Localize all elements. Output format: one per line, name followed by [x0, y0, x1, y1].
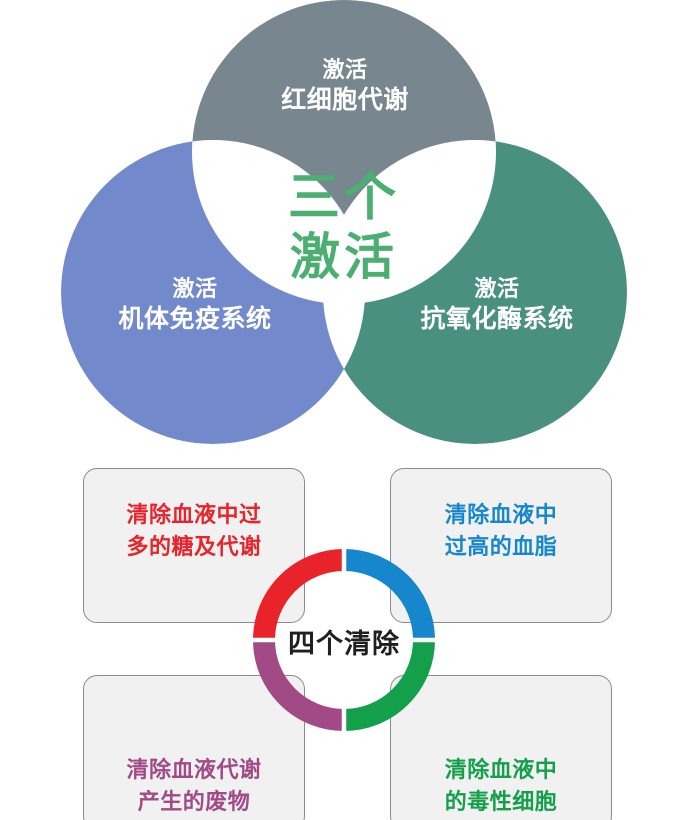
clearance-br-line2: 的毒性细胞	[444, 788, 558, 814]
clearance-box-high-blood-lipids-text: 清除血液中 过高的血脂	[391, 499, 611, 563]
venn-label-activate-antioxidant-enzyme-system: 激活 抗氧化酶系统	[388, 275, 606, 335]
donut-chart-graphic	[251, 547, 437, 733]
three-activations-diagram: 激活 红细胞代谢 激活 机体免疫系统 激活 抗氧化酶系统 三个 激活	[61, 0, 627, 444]
clearance-box-metabolic-waste-text: 清除血液代谢 产生的废物	[84, 754, 304, 818]
venn-circle-right	[323, 140, 627, 444]
clearance-box-toxic-cells-text: 清除血液中 的毒性细胞	[391, 754, 611, 818]
three-activations-title: 三个 激活	[264, 172, 424, 282]
clearance-bl-line1: 清除血液代谢	[126, 757, 262, 782]
donut-segment-blue	[343, 549, 435, 641]
clearance-br-line1: 清除血液中	[444, 757, 558, 782]
donut-segment-purple	[253, 639, 345, 731]
four-clearances-diagram: 清除血液中过 多的糖及代谢 清除血液中 过高的血脂 清除血液代谢 产生的废物 清…	[0, 450, 688, 820]
four-clearances-donut: 四个清除	[244, 540, 444, 740]
venn-left-line1: 激活	[172, 276, 218, 301]
venn-right-line1: 激活	[474, 276, 520, 301]
clearance-box-excess-sugar-text: 清除血液中过 多的糖及代谢	[84, 499, 304, 563]
venn-top-line1: 激活	[322, 57, 368, 82]
venn-label-activate-immune-system: 激活 机体免疫系统	[86, 275, 304, 335]
venn-label-activate-rbc-metabolism: 激活 红细胞代谢	[238, 56, 452, 116]
clearance-tr-line1: 清除血液中	[444, 502, 558, 527]
clearance-box-toxic-cells[interactable]: 清除血液中 的毒性细胞	[390, 675, 612, 820]
clearance-box-metabolic-waste[interactable]: 清除血液代谢 产生的废物	[83, 675, 305, 820]
venn-left-line2: 机体免疫系统	[118, 305, 272, 334]
donut-segment-green	[343, 639, 435, 731]
venn-top-line2: 红细胞代谢	[281, 86, 409, 115]
venn-right-line2: 抗氧化酶系统	[420, 305, 574, 334]
clearance-tl-line2: 多的糖及代谢	[126, 533, 262, 559]
four-clearances-title: 四个清除	[288, 629, 400, 659]
clearance-tr-line2: 过高的血脂	[444, 533, 558, 559]
three-activations-title-line2: 激活	[290, 229, 398, 285]
clearance-bl-line2: 产生的废物	[137, 788, 251, 814]
three-activations-title-line1: 三个	[287, 169, 400, 227]
venn-circles-graphic	[61, 0, 627, 444]
clearance-tl-line1: 清除血液中过	[126, 502, 262, 527]
donut-segment-red	[253, 549, 345, 641]
venn-circle-left	[61, 140, 365, 444]
clearance-box-high-blood-lipids[interactable]: 清除血液中 过高的血脂	[390, 468, 612, 623]
